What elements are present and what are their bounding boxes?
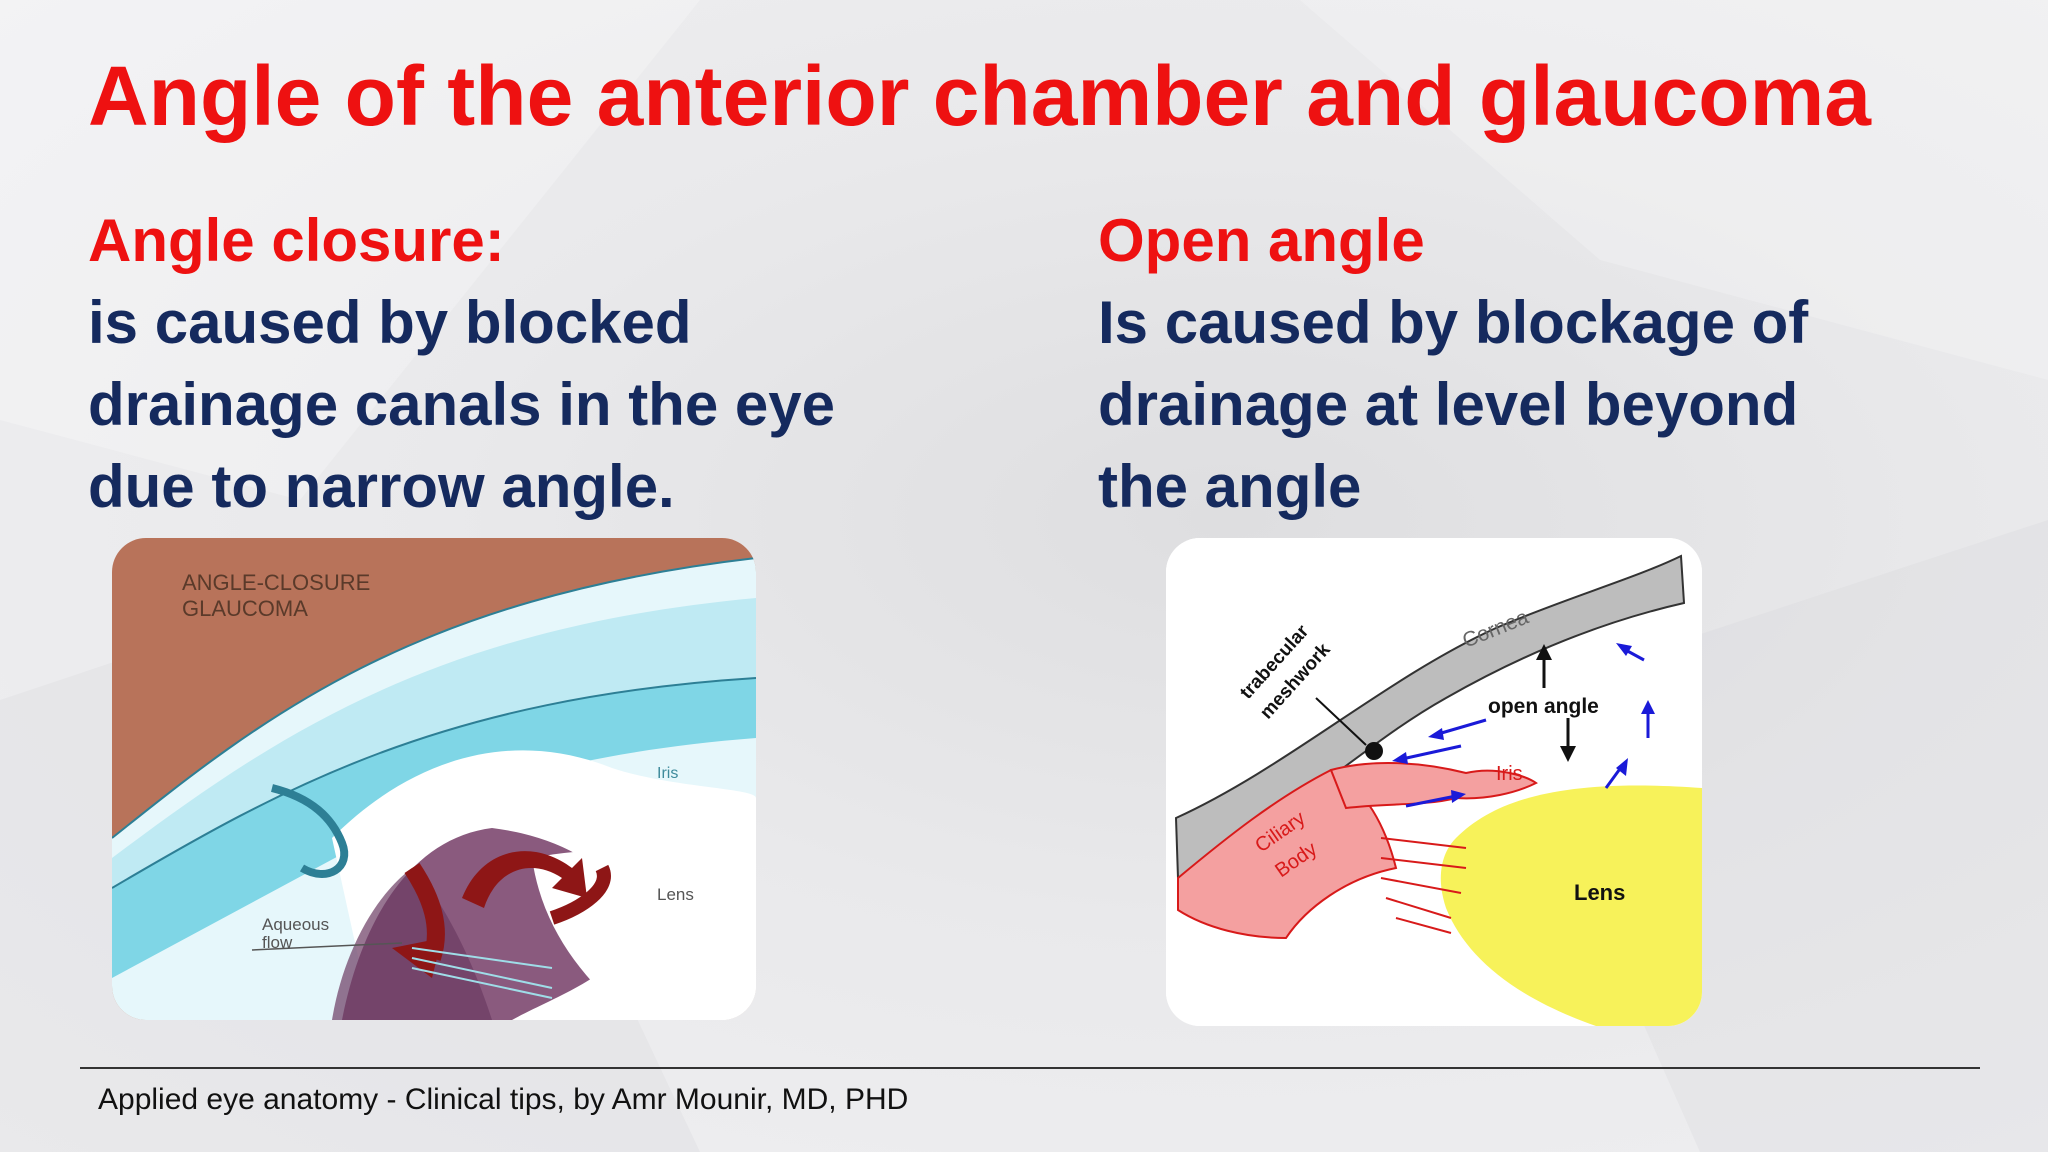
open-angle-heading: Open angle bbox=[1098, 207, 1425, 274]
aqueous-label-2: flow bbox=[262, 933, 293, 952]
open-angle-line-3: the angle bbox=[1098, 453, 1362, 520]
angle-closure-figure: ANGLE-CLOSURE GLAUCOMA Iris Lens Aqueous… bbox=[112, 538, 756, 1020]
angle-closure-caption-2: GLAUCOMA bbox=[182, 596, 308, 621]
left-iris-label: Iris bbox=[657, 765, 678, 782]
right-lens-label: Lens bbox=[1574, 880, 1625, 905]
open-angle-line-1: Is caused by blockage of bbox=[1098, 289, 1809, 356]
open-angle-figure: Cornea open angle trabecular meshwork Ir… bbox=[1166, 538, 1702, 1026]
angle-closure-diagram: ANGLE-CLOSURE GLAUCOMA Iris Lens Aqueous… bbox=[112, 538, 756, 1020]
slide-title: Angle of the anterior chamber and glauco… bbox=[88, 49, 1871, 143]
angle-closure-caption-1: ANGLE-CLOSURE bbox=[182, 570, 370, 595]
open-angle-label: open angle bbox=[1488, 695, 1599, 718]
right-iris-label: Iris bbox=[1496, 763, 1523, 785]
open-angle-diagram: Cornea open angle trabecular meshwork Ir… bbox=[1166, 538, 1702, 1026]
angle-closure-heading: Angle closure: bbox=[88, 207, 505, 274]
open-angle-column: Open angle Is caused by blockage of drai… bbox=[1098, 200, 1998, 528]
aqueous-label-1: Aqueous bbox=[262, 915, 329, 934]
slide-footer: Applied eye anatomy - Clinical tips, by … bbox=[98, 1083, 909, 1116]
angle-closure-line-2: drainage canals in the eye bbox=[88, 371, 835, 438]
open-angle-line-2: drainage at level beyond bbox=[1098, 371, 1799, 438]
left-lens-label: Lens bbox=[657, 885, 694, 904]
angle-closure-line-3: due to narrow angle. bbox=[88, 453, 675, 520]
angle-closure-line-1: is caused by blocked bbox=[88, 289, 692, 356]
angle-closure-column: Angle closure: is caused by blocked drai… bbox=[88, 200, 988, 528]
footer-divider bbox=[80, 1067, 1980, 1069]
